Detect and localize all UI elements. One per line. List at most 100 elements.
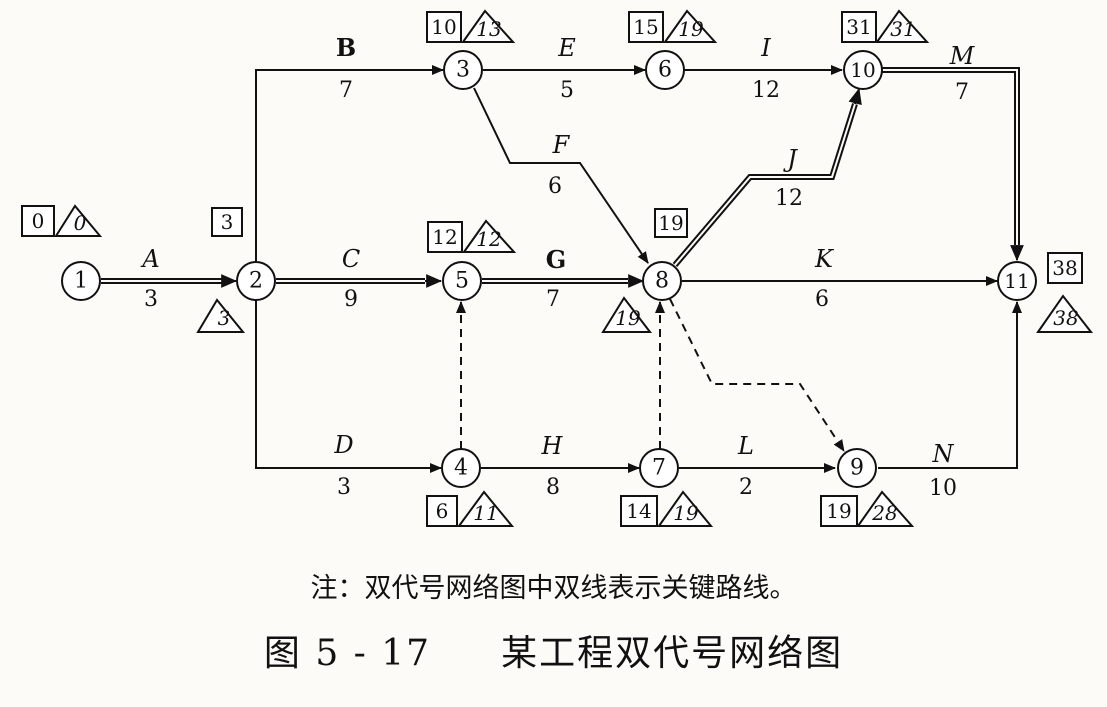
node-10-label: 10 <box>850 58 875 82</box>
latest-time-node-8: 19 <box>615 306 641 330</box>
activity-name-C: C <box>342 245 360 273</box>
activity-name-A: A <box>140 245 159 273</box>
activity-name-H: H <box>541 432 564 460</box>
node-3: 3 <box>443 50 483 90</box>
activity-duration-A: 3 <box>144 287 158 312</box>
latest-time-node-6: 19 <box>678 17 704 41</box>
earliest-time-box-node-11 <box>1047 252 1083 284</box>
node-7: 7 <box>639 448 679 488</box>
node-5-label: 5 <box>455 269 469 294</box>
activity-name-K: K <box>814 245 835 273</box>
node-11-label: 11 <box>1004 269 1029 293</box>
activity-duration-H: 8 <box>546 475 560 500</box>
node-time-annotations: 0 0 3 3 10 13 12 12 15 19 19 19 31 31 <box>21 9 1094 527</box>
earliest-time-node-11: 38 <box>1052 256 1077 280</box>
activity-duration-F: 6 <box>548 174 562 199</box>
activity-duration-I: 12 <box>752 78 780 103</box>
latest-time-triangle-node-9 <box>856 490 915 527</box>
earliest-time-node-5: 12 <box>432 225 457 249</box>
earliest-time-box-node-10 <box>841 11 877 43</box>
earliest-time-node-1: 0 <box>32 209 45 233</box>
activity-name-I: I <box>760 34 771 62</box>
node-6-label: 6 <box>658 58 672 83</box>
earliest-time-box-node-3 <box>426 11 462 43</box>
latest-time-triangle-node-11 <box>1036 294 1094 333</box>
latest-time-node-5: 12 <box>476 227 501 251</box>
earliest-time-box-node-7 <box>620 495 658 527</box>
latest-time-node-3: 13 <box>476 17 501 41</box>
latest-time-node-2: 3 <box>218 306 231 330</box>
node-2: 2 <box>236 261 276 301</box>
earliest-time-box-node-8 <box>654 208 688 238</box>
earliest-time-box-node-2 <box>211 207 243 237</box>
dummy-arrow-8-9 <box>669 298 845 452</box>
activity-name-D: D <box>333 431 353 459</box>
node-7-label: 7 <box>652 456 666 481</box>
node-8-label: 8 <box>655 269 669 294</box>
arrow-M <box>882 67 1024 262</box>
diagram-note: 注：双代号网络图中双线表示关键路线。 <box>310 573 797 604</box>
latest-time-triangle-node-10 <box>875 9 930 43</box>
node-1: 1 <box>61 261 101 301</box>
activity-name-M: M <box>949 42 976 70</box>
earliest-time-node-7: 14 <box>626 499 651 523</box>
latest-time-triangle-node-8 <box>601 296 653 333</box>
earliest-time-box-node-6 <box>628 11 664 43</box>
node-10: 10 <box>843 50 883 90</box>
activity-duration-L: 2 <box>739 475 753 500</box>
earliest-time-node-4: 6 <box>436 499 449 523</box>
activity-name-N: N <box>932 440 955 468</box>
arrow-D <box>255 301 442 473</box>
node-11: 11 <box>997 261 1037 301</box>
earliest-time-node-2: 3 <box>221 210 234 234</box>
node-4: 4 <box>441 448 481 488</box>
latest-time-triangle-node-2 <box>196 298 246 333</box>
latest-time-triangle-node-3 <box>461 9 516 43</box>
node-4-label: 4 <box>454 456 468 481</box>
node-9-label: 9 <box>850 456 864 481</box>
latest-time-node-4: 11 <box>473 501 498 525</box>
latest-time-node-1: 0 <box>74 211 87 235</box>
node-6: 6 <box>645 50 685 90</box>
earliest-time-box-node-5 <box>427 221 463 253</box>
latest-time-node-9: 28 <box>871 501 897 525</box>
latest-time-triangle-node-5 <box>462 219 517 253</box>
earliest-time-node-10: 31 <box>846 15 871 39</box>
activity-name-L: L <box>737 432 754 460</box>
earliest-time-node-3: 10 <box>431 15 456 39</box>
arrow-N <box>878 301 1022 469</box>
latest-time-node-10: 31 <box>890 17 915 41</box>
earliest-time-node-9: 19 <box>826 499 851 523</box>
activity-duration-E: 5 <box>560 78 574 103</box>
latest-time-triangle-node-4 <box>457 490 515 527</box>
earliest-time-box-node-9 <box>820 495 858 527</box>
node-1-label: 1 <box>74 269 88 294</box>
arrow-F <box>473 87 649 264</box>
earliest-time-node-8: 19 <box>658 211 683 235</box>
latest-time-triangle-node-7 <box>657 490 714 527</box>
nodes: 1 2 3 4 5 6 7 8 <box>61 50 1037 488</box>
latest-time-triangle-node-1 <box>54 204 103 237</box>
activity-name-E: E <box>557 34 576 62</box>
node-8: 8 <box>642 261 682 301</box>
earliest-time-node-6: 15 <box>633 15 658 39</box>
activity-name-B: B <box>336 33 356 62</box>
activity-duration-N: 10 <box>929 476 957 501</box>
arrow-B <box>255 65 444 261</box>
latest-time-triangle-node-6 <box>663 9 718 43</box>
activity-duration-M: 7 <box>955 80 969 105</box>
activity-name-J: J <box>782 145 798 173</box>
node-2-label: 2 <box>249 269 263 294</box>
node-3-label: 3 <box>456 58 470 83</box>
activity-name-F: F <box>552 131 571 159</box>
latest-time-node-11: 38 <box>1053 306 1078 330</box>
earliest-time-box-node-1 <box>21 205 55 237</box>
activity-duration-B: 7 <box>339 78 353 103</box>
activity-duration-C: 9 <box>344 287 358 312</box>
earliest-time-box-node-4 <box>426 495 458 527</box>
activity-duration-D: 3 <box>337 475 351 500</box>
activity-duration-K: 6 <box>815 287 829 312</box>
figure-title: 某工程双代号网络图 <box>501 633 844 674</box>
